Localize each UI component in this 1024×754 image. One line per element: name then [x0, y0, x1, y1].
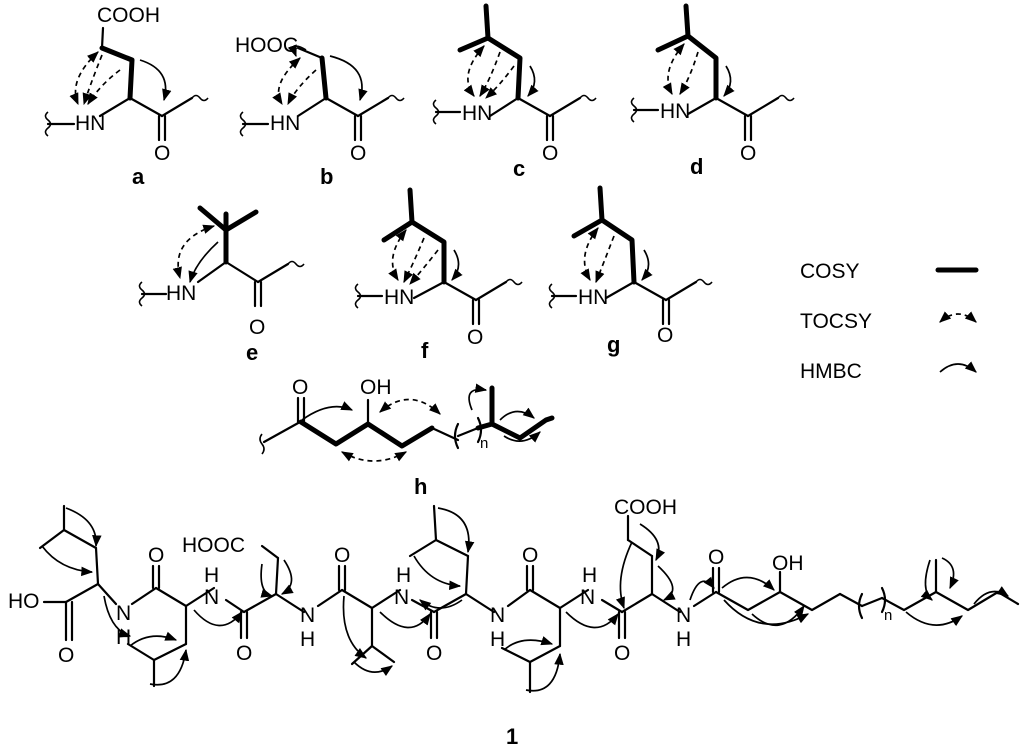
carbonyl-o-label: O: [467, 326, 483, 349]
carboxyl-label: HOOC: [235, 34, 298, 57]
legend: COSY TOCSY HMBC: [800, 260, 979, 383]
fragment-e: HN O e: [138, 205, 305, 365]
label-h: h: [414, 474, 427, 499]
amide-nh-label: HN: [462, 102, 492, 125]
backbone-h-label: H: [676, 628, 691, 651]
backbone-o-label: O: [148, 544, 164, 567]
carboxyl-label: COOH: [97, 4, 160, 27]
legend-hmbc-label: HMBC: [800, 360, 862, 383]
backbone-n-label: N: [490, 604, 505, 627]
backbone-h-label: H: [582, 564, 597, 587]
fragment-c: HN O c: [432, 3, 597, 181]
legend-tocsy-label: TOCSY: [800, 310, 872, 333]
fragment-g: HN O g: [548, 185, 713, 357]
carbonyl-o-label: O: [350, 142, 366, 165]
fragment-b: HOOC HN O b: [235, 34, 405, 189]
carbonyl-o-label: O: [657, 324, 673, 347]
label-c: c: [513, 156, 525, 181]
label-d: d: [690, 154, 703, 179]
label-a: a: [132, 164, 145, 189]
label-g: g: [607, 332, 620, 357]
amide-nh-label: HN: [384, 286, 414, 309]
repeat-n-label: n: [884, 607, 892, 624]
fragment-h: O OH n h: [259, 376, 555, 499]
backbone-o-label: O: [334, 544, 350, 567]
backbone-n-label: N: [676, 604, 691, 627]
carbonyl-o-label: O: [249, 316, 265, 339]
carbonyl-o-label: O: [154, 142, 170, 165]
legend-hmbc-arrow: [939, 361, 977, 373]
backbone-n-label: N: [204, 586, 219, 609]
carbonyl-o-label: O: [740, 142, 756, 165]
backbone-h-label: H: [490, 628, 505, 651]
legend-cosy-label: COSY: [800, 260, 860, 283]
terminal-hydroxyl-label: HO: [8, 590, 40, 613]
label-f: f: [421, 338, 429, 363]
legend-tocsy-arrow: [939, 311, 977, 323]
backbone-o-label: O: [522, 544, 538, 567]
carboxyl-label: COOH: [614, 496, 677, 519]
backbone-n-label: N: [300, 604, 315, 627]
carboxyl-label: HOOC: [182, 534, 245, 557]
backbone-o-label: O: [236, 642, 252, 665]
terminal-carbonyl-o-label: O: [58, 644, 74, 667]
backbone-o-label: O: [426, 642, 442, 665]
hydroxyl-label: OH: [772, 552, 804, 575]
amide-nh-label: HN: [578, 286, 608, 309]
backbone-o-label: O: [614, 642, 630, 665]
backbone-h-label: H: [204, 564, 219, 587]
label-b: b: [320, 164, 333, 189]
backbone-n-label: N: [116, 602, 131, 625]
backbone-n-label: N: [394, 586, 409, 609]
label-e: e: [246, 340, 258, 365]
compound-1: HO O N H O N H O: [8, 496, 1020, 749]
fragment-d: HN O d: [630, 3, 795, 179]
hydroxyl-label: OH: [360, 376, 392, 399]
amide-nh-label: HN: [660, 100, 690, 123]
carbonyl-o-label: O: [542, 142, 558, 165]
repeat-n-label: n: [480, 435, 488, 452]
backbone-h-label: H: [300, 628, 315, 651]
backbone-h-label: H: [396, 564, 411, 587]
amide-nh-label: HN: [166, 282, 196, 305]
label-compound-1: 1: [506, 724, 518, 749]
amide-nh-label: HN: [270, 112, 300, 135]
fragment-a: COOH HN O a: [44, 4, 209, 189]
fragment-f: HN O f: [354, 187, 523, 363]
amide-nh-label: HN: [75, 112, 105, 135]
backbone-n-label: N: [580, 586, 595, 609]
backbone-o-label: O: [708, 546, 724, 569]
ketone-o-label: O: [292, 376, 308, 399]
